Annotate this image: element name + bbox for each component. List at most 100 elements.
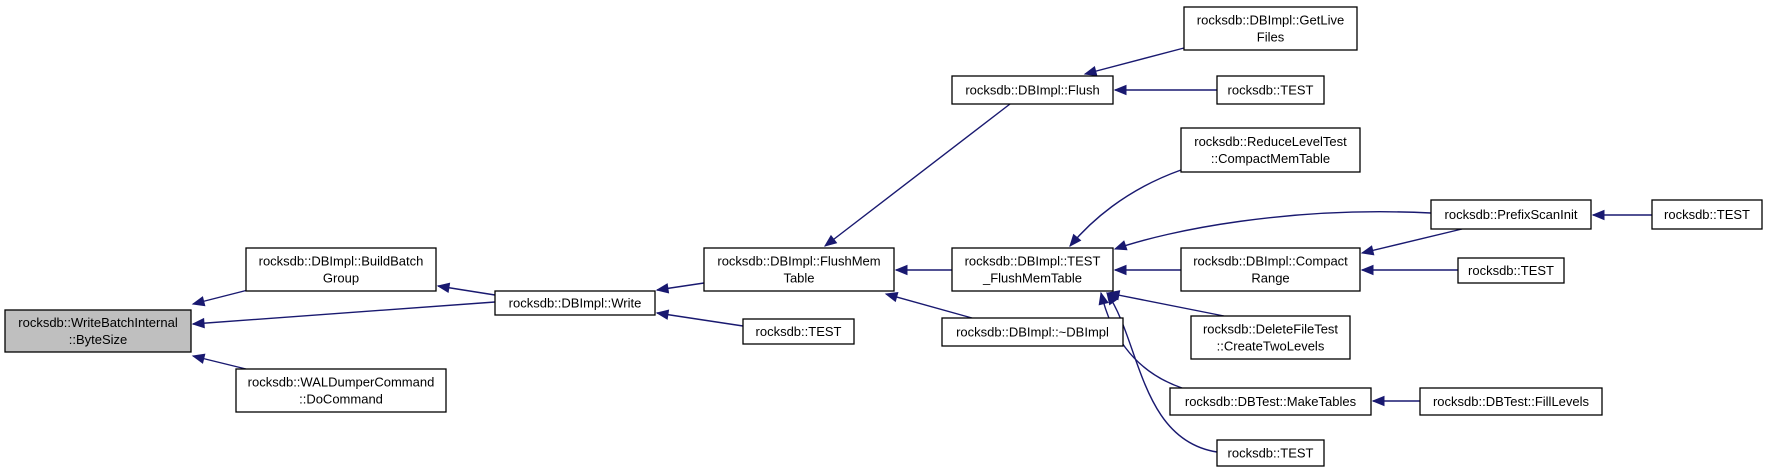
edges-layer [191, 47, 1652, 453]
node-label: rocksdb::TEST [756, 324, 842, 339]
node-test1[interactable]: rocksdb::TEST [742, 318, 855, 345]
node-label: Files [1257, 30, 1285, 45]
node-label: ::DoCommand [299, 392, 383, 407]
node-box [1419, 387, 1603, 416]
node-box [951, 75, 1114, 105]
node-box [235, 368, 447, 413]
node-box [1169, 387, 1372, 416]
edge-write-to-bytesize [191, 301, 496, 329]
node-box [703, 247, 895, 292]
node-waldumper[interactable]: rocksdb::WALDumperCommand::DoCommand [235, 368, 447, 413]
node-deletefile[interactable]: rocksdb::DeleteFileTest::CreateTwoLevels [1190, 315, 1351, 360]
node-flush[interactable]: rocksdb::DBImpl::Flush [951, 75, 1114, 105]
edge-line [1106, 292, 1218, 453]
node-box [4, 309, 192, 353]
edge-prefixscan-to-compactrange [1360, 228, 1463, 256]
arrow-head-icon [655, 309, 670, 320]
edge-line [824, 103, 1011, 247]
edge-reducelevel-to-testflush [1069, 169, 1182, 248]
edge-test5-to-prefixscan [1591, 209, 1652, 221]
edge-test2-to-flush [1113, 84, 1217, 96]
node-box [245, 247, 437, 292]
node-label: rocksdb::WALDumperCommand [248, 375, 435, 390]
edge-flush-to-flushmem [823, 103, 1011, 247]
node-box [1180, 247, 1361, 292]
node-label: rocksdb::DBImpl::GetLive [1197, 13, 1344, 28]
node-label: ::CreateTwoLevels [1217, 339, 1325, 354]
node-label: rocksdb::DeleteFileTest [1203, 322, 1338, 337]
edge-dtor-to-flushmem [884, 292, 973, 319]
node-box [951, 247, 1114, 292]
arrow-head-icon [1591, 209, 1605, 221]
arrow-head-icon [1098, 291, 1109, 306]
node-box [1651, 199, 1763, 230]
node-box [1180, 127, 1361, 173]
node-label: rocksdb::DBImpl::FlushMem [717, 254, 880, 269]
node-box [1216, 75, 1325, 105]
arrow-head-icon [1113, 264, 1127, 276]
edge-testflush-to-flushmem [894, 264, 952, 276]
node-label: rocksdb::DBImpl::Flush [965, 83, 1099, 98]
edge-line [192, 301, 496, 325]
node-label: rocksdb::DBImpl::Compact [1193, 254, 1348, 269]
edge-line [656, 312, 744, 327]
node-testflush[interactable]: rocksdb::DBImpl::TEST_FlushMemTable [951, 247, 1114, 292]
edge-line [1107, 292, 1225, 317]
node-label: rocksdb::DBImpl::Write [509, 296, 642, 311]
node-box [1430, 199, 1592, 230]
edge-test1-to-write [655, 309, 744, 327]
node-label: rocksdb::DBImpl::TEST [965, 254, 1101, 269]
node-reducelevel[interactable]: rocksdb::ReduceLevelTest::CompactMemTabl… [1180, 127, 1361, 173]
node-test3[interactable]: rocksdb::TEST [1216, 439, 1325, 467]
arrow-head-icon [1083, 66, 1098, 77]
node-bytesize[interactable]: rocksdb::WriteBatchInternal::ByteSize [4, 309, 192, 353]
node-box [1183, 6, 1358, 51]
node-box [494, 290, 656, 316]
arrow-head-icon [1360, 245, 1375, 256]
node-label: rocksdb::TEST [1228, 83, 1314, 98]
node-label: rocksdb::TEST [1468, 263, 1554, 278]
node-filllevels[interactable]: rocksdb::DBTest::FillLevels [1419, 387, 1603, 416]
node-label: rocksdb::DBImpl::~DBImpl [956, 325, 1109, 340]
node-label: rocksdb::DBImpl::BuildBatch [259, 254, 424, 269]
node-label: Range [1251, 271, 1289, 286]
node-maketables[interactable]: rocksdb::DBTest::MakeTables [1169, 387, 1372, 416]
node-label: Table [783, 271, 814, 286]
edge-waldumper-to-bytesize [191, 353, 247, 370]
arrow-head-icon [1113, 84, 1127, 96]
node-label: rocksdb::PrefixScanInit [1445, 207, 1578, 222]
node-test2[interactable]: rocksdb::TEST [1216, 75, 1325, 105]
edge-line [1361, 228, 1463, 254]
node-label: rocksdb::DBTest::FillLevels [1433, 394, 1590, 409]
node-flushmem[interactable]: rocksdb::DBImpl::FlushMemTable [703, 247, 895, 292]
edge-line [1084, 47, 1185, 75]
edge-filllevels-to-maketables [1371, 395, 1420, 407]
edge-prefixscan-to-testflush [1113, 211, 1432, 251]
arrow-head-icon [884, 292, 899, 303]
edge-buildbatch-to-bytesize [191, 289, 249, 307]
node-box [742, 318, 855, 345]
node-write[interactable]: rocksdb::DBImpl::Write [494, 290, 656, 316]
edge-line [885, 293, 973, 319]
node-test5[interactable]: rocksdb::TEST [1651, 199, 1763, 230]
node-label: rocksdb::TEST [1664, 207, 1750, 222]
node-label: rocksdb::TEST [1228, 446, 1314, 461]
arrow-head-icon [894, 264, 908, 276]
arrow-head-icon [191, 353, 206, 364]
arrow-head-icon [1106, 291, 1118, 306]
arrow-head-icon [1069, 233, 1082, 248]
node-box [941, 317, 1124, 347]
arrow-head-icon [191, 317, 205, 329]
node-label: rocksdb::WriteBatchInternal [18, 315, 178, 330]
node-label: rocksdb::ReduceLevelTest [1194, 134, 1347, 149]
node-label: ::CompactMemTable [1211, 151, 1330, 166]
arrow-head-icon [1113, 240, 1128, 251]
node-prefixscan[interactable]: rocksdb::PrefixScanInit [1430, 199, 1592, 230]
node-label: _FlushMemTable [982, 271, 1082, 286]
node-test4[interactable]: rocksdb::TEST [1457, 257, 1565, 284]
edge-test4-to-compactrange [1360, 264, 1458, 276]
node-dtor[interactable]: rocksdb::DBImpl::~DBImpl [941, 317, 1124, 347]
